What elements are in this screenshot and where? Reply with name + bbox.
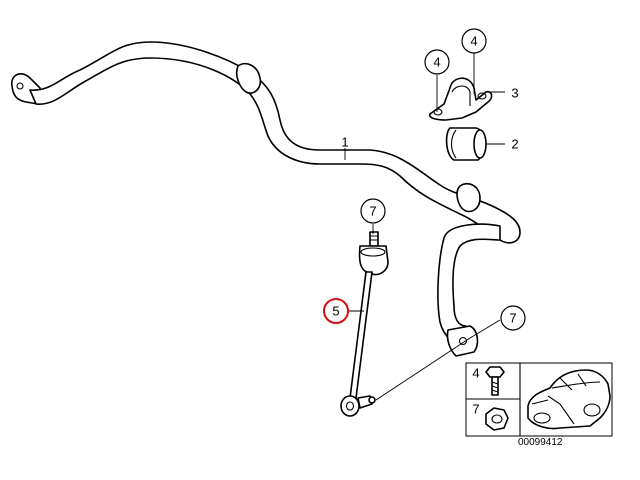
rubber-bushing[interactable]: [445, 127, 487, 161]
callout-1[interactable]: 1: [341, 135, 348, 150]
callout-2[interactable]: 2: [511, 137, 518, 152]
callout-1-label: 1: [341, 135, 348, 150]
bracket-clamp[interactable]: [428, 77, 493, 121]
callout-4a-label: 4: [433, 55, 440, 70]
callout-4b[interactable]: 4: [461, 28, 487, 54]
callout-7b[interactable]: 7: [500, 305, 526, 331]
legend-box: 4 7: [465, 362, 613, 437]
callout-3[interactable]: 3: [511, 86, 518, 101]
document-number: 00099412: [518, 437, 563, 448]
callout-7b-label: 7: [509, 311, 516, 326]
callout-5-highlighted[interactable]: 5: [323, 298, 349, 324]
callout-7a-label: 7: [369, 204, 376, 219]
callout-4b-label: 4: [470, 34, 477, 49]
stabilizer-link[interactable]: [340, 231, 389, 417]
nut-icon: [485, 407, 509, 431]
bolt-icon: [485, 366, 505, 396]
callout-3-label: 3: [511, 86, 518, 101]
car-icon: [527, 369, 611, 430]
callout-7a[interactable]: 7: [360, 198, 386, 224]
callout-2-label: 2: [511, 137, 518, 152]
legend-nut-label: 7: [472, 402, 479, 417]
stabilizer-bar[interactable]: [11, 41, 521, 357]
legend-bolt-label: 4: [472, 366, 479, 381]
callout-4a[interactable]: 4: [424, 49, 450, 75]
callout-5-label: 5: [332, 304, 339, 319]
leader-lines: [344, 53, 505, 401]
